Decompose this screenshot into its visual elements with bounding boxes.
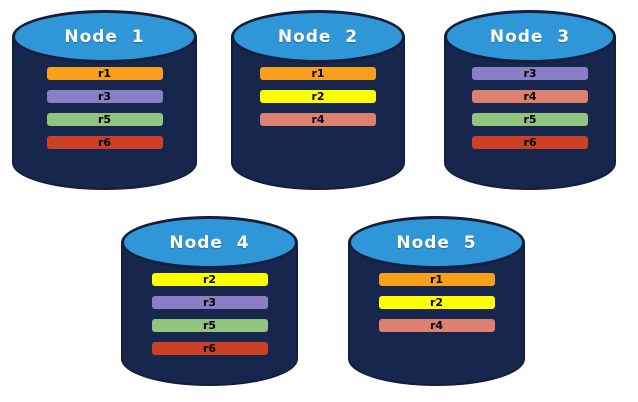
replica-row-list: r3 r4 r5 r6 [472,67,588,149]
node-title: Node 1 [64,26,145,47]
replica-bar: r1 [260,67,376,80]
database-node-1: Node 1 r1 r3 r5 r6 [12,10,197,190]
replica-row-list: r1 r2 r4 [260,67,376,126]
database-cylinder-top: Node 3 [444,10,616,63]
replica-bar: r2 [260,90,376,103]
database-cylinder-top: Node 2 [231,10,405,63]
node-title: Node 5 [396,232,477,253]
database-node-3: Node 3 r3 r4 r5 r6 [444,10,616,190]
replica-row-list: r2 r3 r5 r6 [151,273,268,355]
replica-row-list: r1 r2 r4 [378,273,495,332]
replica-bar: r1 [378,273,495,286]
replica-bar: r6 [472,136,588,149]
node-title: Node 3 [489,26,571,47]
replica-bar: r3 [46,90,163,103]
database-cylinder-top: Node 4 [121,216,298,269]
replica-bar: r3 [151,296,268,309]
replica-bar: r6 [151,342,268,355]
database-node-5: Node 5 r1 r2 r4 [348,216,525,386]
node-title: Node 2 [277,26,359,47]
node-title: Node 4 [169,232,250,253]
replica-bar: r4 [378,319,495,332]
replica-bar: r4 [472,90,588,103]
replica-row-list: r1 r3 r5 r6 [46,67,163,149]
database-cylinder-top: Node 5 [348,216,525,269]
replica-bar: r1 [46,67,163,80]
replica-bar: r5 [46,113,163,126]
replica-bar: r2 [151,273,268,286]
database-cylinder-top: Node 1 [12,10,197,63]
database-node-2: Node 2 r1 r2 r4 [231,10,405,190]
replica-bar: r5 [151,319,268,332]
replica-bar: r6 [46,136,163,149]
replica-bar: r5 [472,113,588,126]
replica-bar: r4 [260,113,376,126]
replica-bar: r3 [472,67,588,80]
database-node-4: Node 4 r2 r3 r5 r6 [121,216,298,386]
replica-bar: r2 [378,296,495,309]
